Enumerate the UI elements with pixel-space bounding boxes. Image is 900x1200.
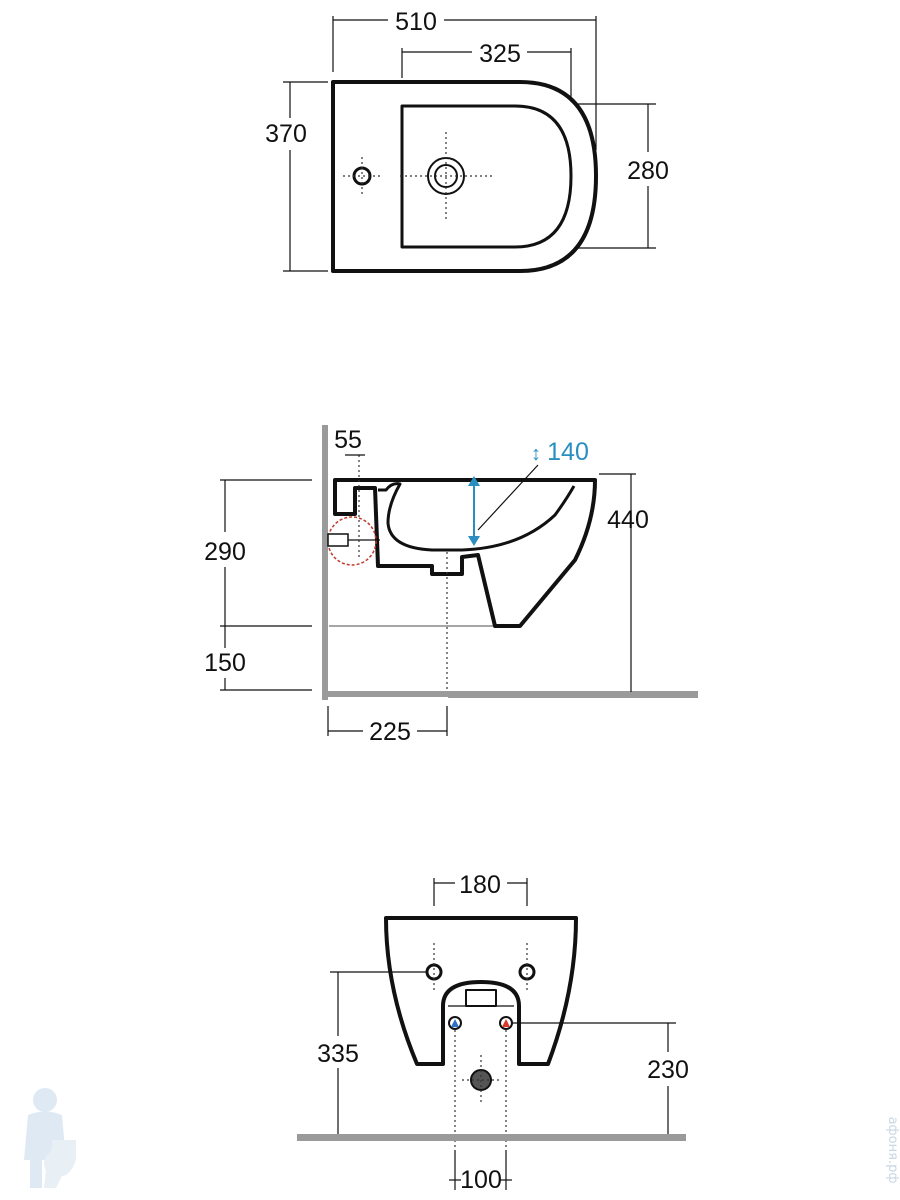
floor-right bbox=[448, 691, 698, 698]
top-view-bowl bbox=[400, 104, 573, 249]
dim-inlet-spacing: 100 bbox=[460, 1166, 502, 1194]
dim-width-bowl: 325 bbox=[479, 40, 521, 68]
top-view: 510 325 370 280 bbox=[265, 8, 669, 273]
tap-hole-icon bbox=[352, 166, 372, 186]
mascot-toilet-icon bbox=[44, 1140, 76, 1188]
dim-depth-bowl: 280 bbox=[627, 157, 669, 185]
rear-floor bbox=[297, 1134, 686, 1141]
watermark-side-text: афоня.рф bbox=[885, 1117, 900, 1184]
dim-height-total: 440 bbox=[607, 506, 649, 534]
wall-pipe bbox=[327, 533, 349, 547]
watermark-logo bbox=[24, 1088, 76, 1188]
rear-view: 180 335 230 100 bbox=[297, 871, 689, 1194]
fixing-bolt-right-icon bbox=[518, 963, 536, 981]
dim-bowl-depth-arrow: ↕ bbox=[531, 443, 541, 465]
dim-drain-distance: 225 bbox=[369, 718, 411, 746]
dim-height-lower: 150 bbox=[204, 649, 246, 677]
dim-bolt-spacing: 180 bbox=[459, 871, 501, 899]
dim-depth-total: 370 bbox=[265, 120, 307, 148]
dim-bowl-depth: 140 bbox=[547, 438, 589, 466]
top-view-outline bbox=[331, 80, 598, 273]
side-view: 55 ↕ 140 290 150 440 225 bbox=[204, 425, 698, 746]
fixing-bolt-left-icon bbox=[425, 963, 443, 981]
floor-left bbox=[322, 691, 448, 697]
side-view-bowl bbox=[378, 482, 576, 552]
dim-bolt-height: 335 bbox=[317, 1040, 359, 1068]
dim-wall-offset: 55 bbox=[334, 426, 362, 454]
rear-view-recess bbox=[465, 989, 497, 1007]
dim-height-upper: 290 bbox=[204, 538, 246, 566]
rear-view-outline bbox=[384, 916, 578, 1066]
wall-connection-guide bbox=[327, 516, 377, 566]
wall bbox=[322, 425, 328, 700]
mascot-head-icon bbox=[33, 1088, 57, 1112]
dim-width-total: 510 bbox=[395, 8, 437, 36]
side-view-body bbox=[333, 478, 597, 628]
dim-inlet-height: 230 bbox=[647, 1056, 689, 1084]
